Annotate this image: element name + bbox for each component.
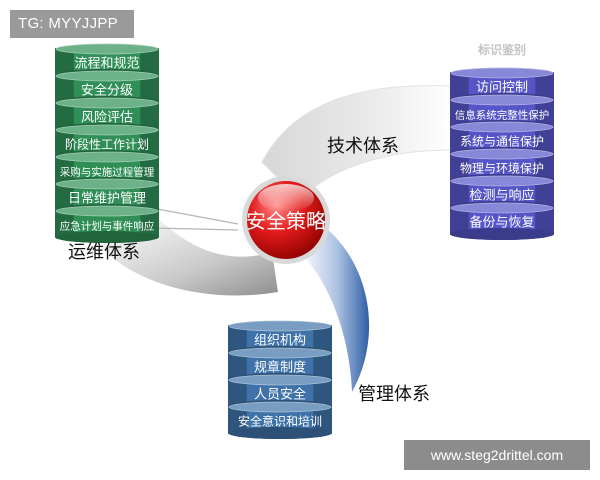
ops-stack: 流程和规范安全分级风险评估阶段性工作计划采购与实施过程管理日常维护管理应急计划与… bbox=[55, 43, 159, 243]
mgmt-title: 管理体系 bbox=[358, 384, 430, 405]
ops-stack-item-label: 风险评估 bbox=[81, 111, 133, 126]
security-policy-node: 安全策略 bbox=[242, 176, 330, 264]
ops-stack-item-label: 日常维护管理 bbox=[68, 192, 146, 207]
ops-connector-upper bbox=[151, 207, 239, 225]
ops-stack-item-label: 安全分级 bbox=[81, 83, 133, 99]
bottom-watermark: www.steg2drittel.com bbox=[404, 440, 590, 470]
security-policy-label: 安全策略 bbox=[246, 209, 326, 233]
mgmt-stack-item-label: 安全意识和培训 bbox=[238, 414, 322, 429]
mgmt-stack-item-label: 人员安全 bbox=[254, 387, 306, 403]
ops-stack-item-label: 阶段性工作计划 bbox=[65, 137, 149, 152]
top-watermark: TG: MYYJJPP bbox=[10, 10, 134, 38]
tech-stack-disk: 系统与通信保护 bbox=[450, 121, 554, 159]
tech-stack-item-label: 检测与响应 bbox=[469, 188, 534, 204]
ops-stack-item-label: 采购与实施过程管理 bbox=[60, 166, 155, 179]
tech-stack-item-label: 系统与通信保护 bbox=[460, 135, 544, 149]
ops-stack-item-label: 流程和规范 bbox=[74, 57, 139, 72]
tech-stack-item-label: 物理与环境保护 bbox=[460, 161, 544, 176]
tech-stack-item-label: 访问控制 bbox=[476, 81, 528, 96]
tech-stack-disk: 备份与恢复 bbox=[450, 202, 554, 240]
ops-title: 运维体系 bbox=[68, 242, 140, 263]
ops-connector-lower bbox=[151, 227, 239, 231]
mgmt-stack-disk: 安全意识和培训 bbox=[228, 401, 332, 439]
tech-stack-item-label: 信息系统完整性保护 bbox=[455, 109, 550, 122]
ops-stack-item-label: 应急计划与事件响应 bbox=[60, 220, 155, 233]
tech-stack-item-label: 备份与恢复 bbox=[469, 215, 534, 231]
mgmt-swirl-arm bbox=[300, 228, 370, 392]
mgmt-stack-item-label: 组织机构 bbox=[254, 334, 306, 349]
mgmt-stack-item-label: 规章制度 bbox=[254, 360, 306, 376]
tech-stack-header: 标识鉴别 bbox=[477, 42, 526, 57]
tech-title: 技术体系 bbox=[327, 136, 399, 157]
ops-stack-disk: 应急计划与事件响应 bbox=[55, 205, 159, 243]
tech-swirl-arm bbox=[261, 85, 453, 201]
